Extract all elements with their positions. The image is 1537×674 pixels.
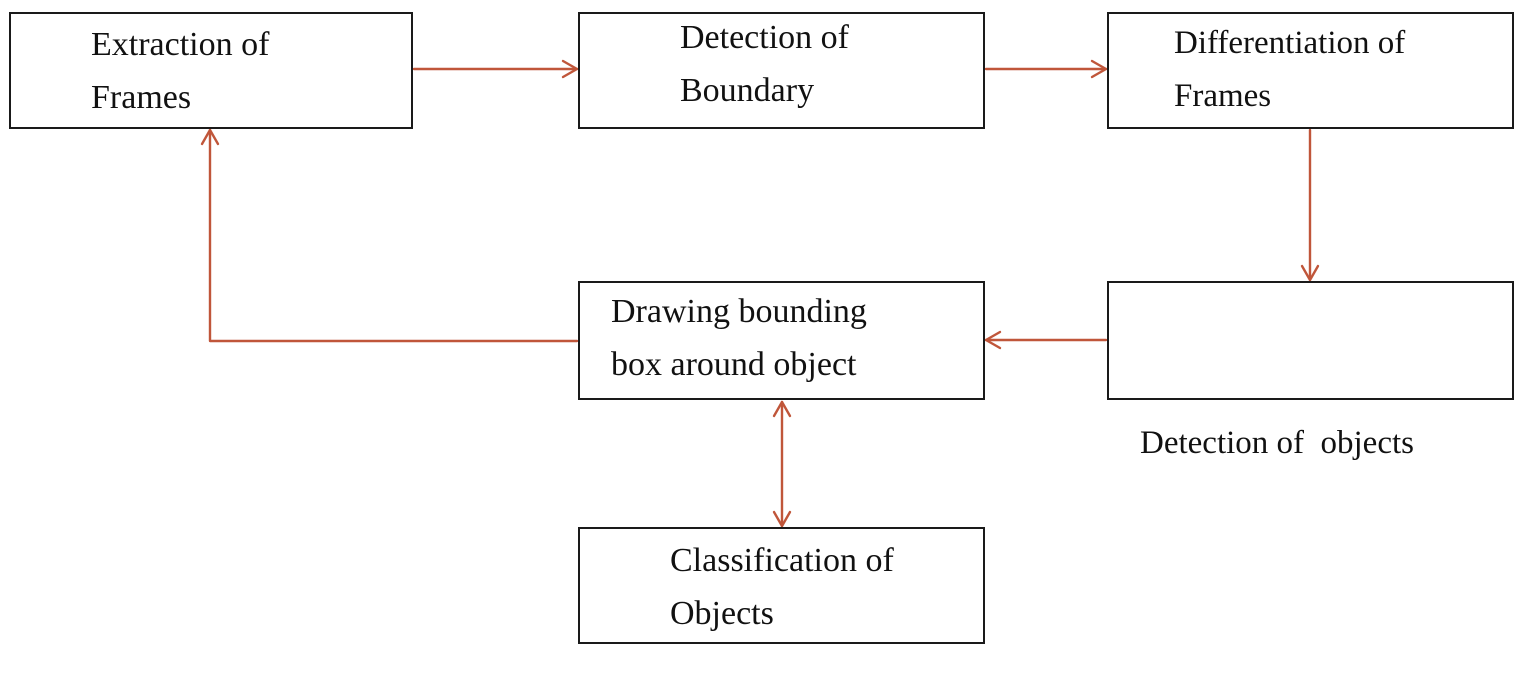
box-label: Detection of objects: [1140, 311, 1414, 576]
arrowhead: [1090, 59, 1108, 79]
label-line-1: Differentiation of: [1174, 25, 1406, 61]
box-label: Detection of Boundary: [680, 11, 849, 117]
box-detection-of-objects: Detection of objects: [1107, 281, 1514, 461]
arrowhead-up: [772, 400, 792, 418]
arrow-bounding-box-classification-bidirectional: [772, 400, 792, 528]
arrow-boundary-to-differentiation: [984, 59, 1108, 79]
label-line-2: Frames: [91, 79, 192, 116]
arrowhead-down: [772, 510, 792, 528]
arrowhead: [200, 128, 220, 146]
arrow-bounding-box-to-extraction: [200, 128, 579, 343]
box-label: Classification of Objects: [670, 534, 894, 640]
box-drawing-bounding-box: Drawing bounding box around object: [578, 281, 985, 400]
arrowhead: [561, 59, 579, 79]
arrow-extraction-to-boundary: [412, 59, 579, 79]
box-extraction-of-frames: Extraction of Frames: [9, 12, 413, 129]
label-line-1: Detection of objects: [1140, 425, 1414, 461]
box-label: Drawing bounding box around object: [611, 285, 867, 391]
label-line-1: Drawing bounding: [611, 293, 867, 330]
label-line-1: Detection of: [680, 19, 849, 56]
arrow-line: [208, 128, 579, 343]
arrowhead: [1300, 264, 1320, 282]
box-label: Extraction of Frames: [91, 18, 269, 124]
arrow-differentiation-to-objects: [1300, 128, 1320, 282]
arrowhead: [984, 330, 1002, 350]
label-line-2: Frames: [1174, 78, 1272, 114]
box-classification-of-objects: Classification of Objects: [578, 527, 985, 644]
label-line-1: Classification of: [670, 542, 894, 579]
arrow-objects-to-bounding-box: [984, 330, 1108, 350]
label-line-2: box around object: [611, 346, 857, 383]
label-line-2: Objects: [670, 595, 774, 632]
box-label: Differentiation of Frames: [1174, 17, 1405, 123]
box-detection-of-boundary: Detection of Boundary: [578, 12, 985, 129]
box-differentiation-of-frames: Differentiation of Frames: [1107, 12, 1514, 129]
label-line-2: Boundary: [680, 72, 815, 109]
label-line-1: Extraction of: [91, 26, 270, 63]
